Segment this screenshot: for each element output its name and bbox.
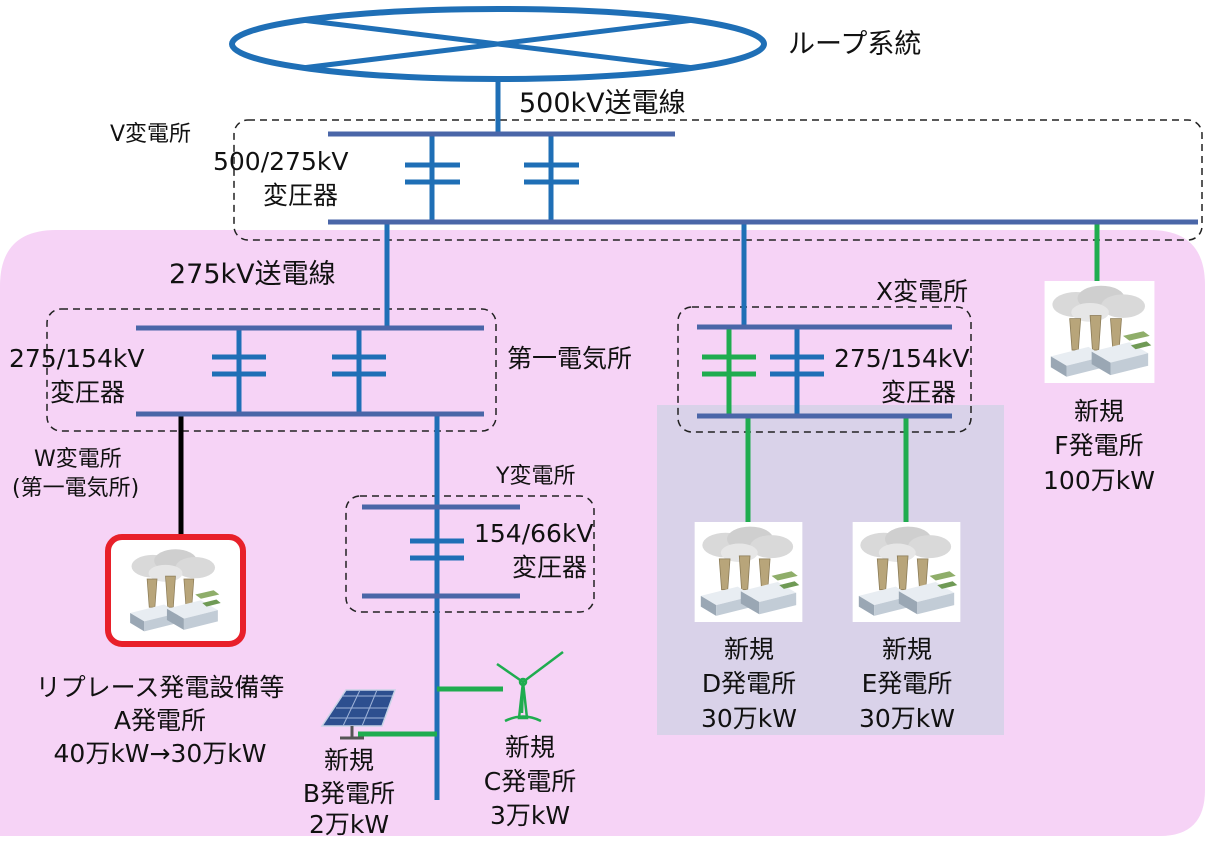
x-substation-box — [677, 306, 972, 433]
plant-d-capacity: 30万kW — [700, 704, 797, 733]
plant-b-name: B発電所 — [302, 779, 396, 808]
plant-d-new: 新規 — [723, 635, 774, 664]
plant-f-new: 新規 — [1073, 397, 1124, 426]
plant-f-name: F発電所 — [1054, 431, 1144, 460]
x-transformer-ratio: 275/154kV — [834, 344, 970, 373]
plant-e-name: E発電所 — [861, 669, 953, 698]
v-substation-box — [233, 119, 1203, 241]
x-transformer-label: 変圧器 — [881, 378, 957, 407]
loop-system — [229, 6, 767, 82]
first-station-label: 第一電気所 — [507, 344, 633, 373]
transformer-plates — [212, 162, 824, 561]
plant-c-capacity: 3万kW — [489, 801, 571, 830]
y-transformer-label: 変圧器 — [512, 553, 588, 582]
plant-f-icon — [1044, 281, 1155, 383]
plant-d-icon — [694, 522, 803, 622]
line-275kv-label: 275kV送電線 — [169, 259, 336, 290]
plant-a-icon — [124, 545, 224, 637]
y-substation-box — [345, 495, 595, 613]
plant-c-new: 新規 — [504, 733, 555, 762]
loop-system-label: ループ系統 — [788, 29, 922, 60]
v-substation-label: V変電所 — [110, 122, 192, 147]
plant-c-name: C発電所 — [483, 767, 577, 796]
y-substation-label: Y変電所 — [496, 464, 576, 489]
plant-e-capacity: 30万kW — [858, 704, 955, 733]
plant-a-type: リプレース発電設備等 — [35, 673, 285, 702]
first-transformer-label: 変圧器 — [50, 378, 126, 407]
wind-turbine-icon — [496, 651, 564, 723]
w-substation-sublabel: (第一電気所) — [12, 476, 140, 501]
plant-a-capacity: 40万kW→30万kW — [53, 739, 267, 768]
plant-b-capacity: 2万kW — [308, 810, 390, 839]
plant-e-icon — [852, 522, 961, 622]
w-substation-label: W変電所 — [34, 447, 122, 472]
v-transformer-label: 変圧器 — [263, 181, 339, 210]
first-station-box — [46, 308, 497, 432]
first-transformer-ratio: 275/154kV — [9, 344, 145, 373]
bus-bars — [136, 131, 1198, 599]
solar-panel-icon — [320, 689, 397, 740]
line-500kv-label: 500kV送電線 — [519, 88, 686, 119]
plant-f-capacity: 100万kW — [1043, 466, 1155, 495]
plant-b-new: 新規 — [323, 746, 374, 775]
transmission-lines-green — [358, 222, 1100, 737]
plant-e-new: 新規 — [881, 635, 932, 664]
plant-d-name: D発電所 — [701, 669, 797, 698]
v-transformer-ratio: 500/275kV — [213, 147, 349, 176]
x-substation-label: X変電所 — [876, 277, 969, 306]
plant-a-name: A発電所 — [113, 706, 207, 735]
y-transformer-ratio: 154/66kV — [474, 519, 594, 548]
